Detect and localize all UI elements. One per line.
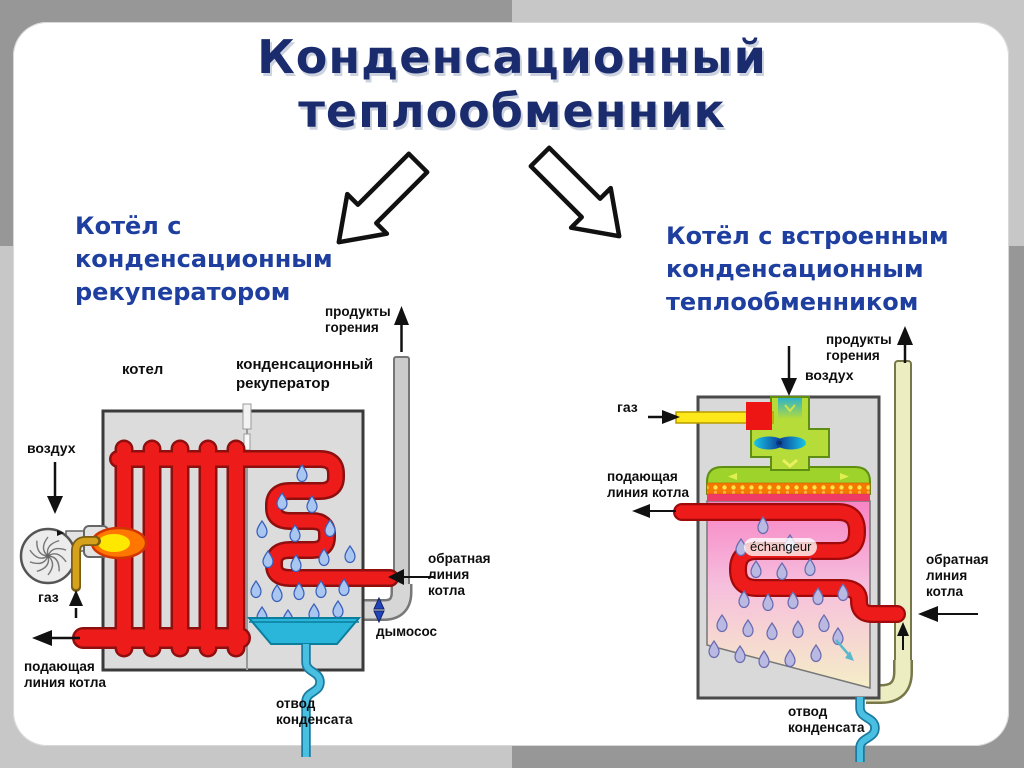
label-return-line-left: обратная линия котла	[428, 551, 491, 598]
label-condensate-drain-right: отвод конденсата	[788, 704, 865, 735]
label-flue-products-right: продукты горения	[826, 332, 892, 363]
label-supply-line-left: подающая линия котла	[24, 659, 106, 690]
left-diagram-subtitle: Котёл с конденсационным рекуператором	[75, 212, 333, 306]
right-diagram-subtitle: Котёл с встроенным конденсационным тепло…	[666, 222, 949, 316]
label-flue-products-left: продукты горения	[325, 304, 391, 335]
label-air-left: воздух	[27, 440, 76, 456]
label-recuperator: конденсационный рекуператор	[236, 356, 374, 392]
slide-title: Конденсационный теплообменник	[257, 30, 767, 138]
label-air-right: воздух	[805, 367, 854, 383]
label-supply-line-right: подающая линия котла	[607, 469, 689, 500]
label-exchanger: échangeur	[744, 538, 818, 556]
label-gas-right: газ	[617, 399, 638, 415]
label-return-line-right: обратная линия котла	[926, 552, 989, 599]
label-condensate-drain-left: отвод конденсата	[276, 696, 353, 727]
label-smoke-exhauster: дымосос	[376, 624, 438, 639]
label-gas-left: газ	[38, 589, 59, 605]
label-boiler: котел	[122, 361, 164, 378]
